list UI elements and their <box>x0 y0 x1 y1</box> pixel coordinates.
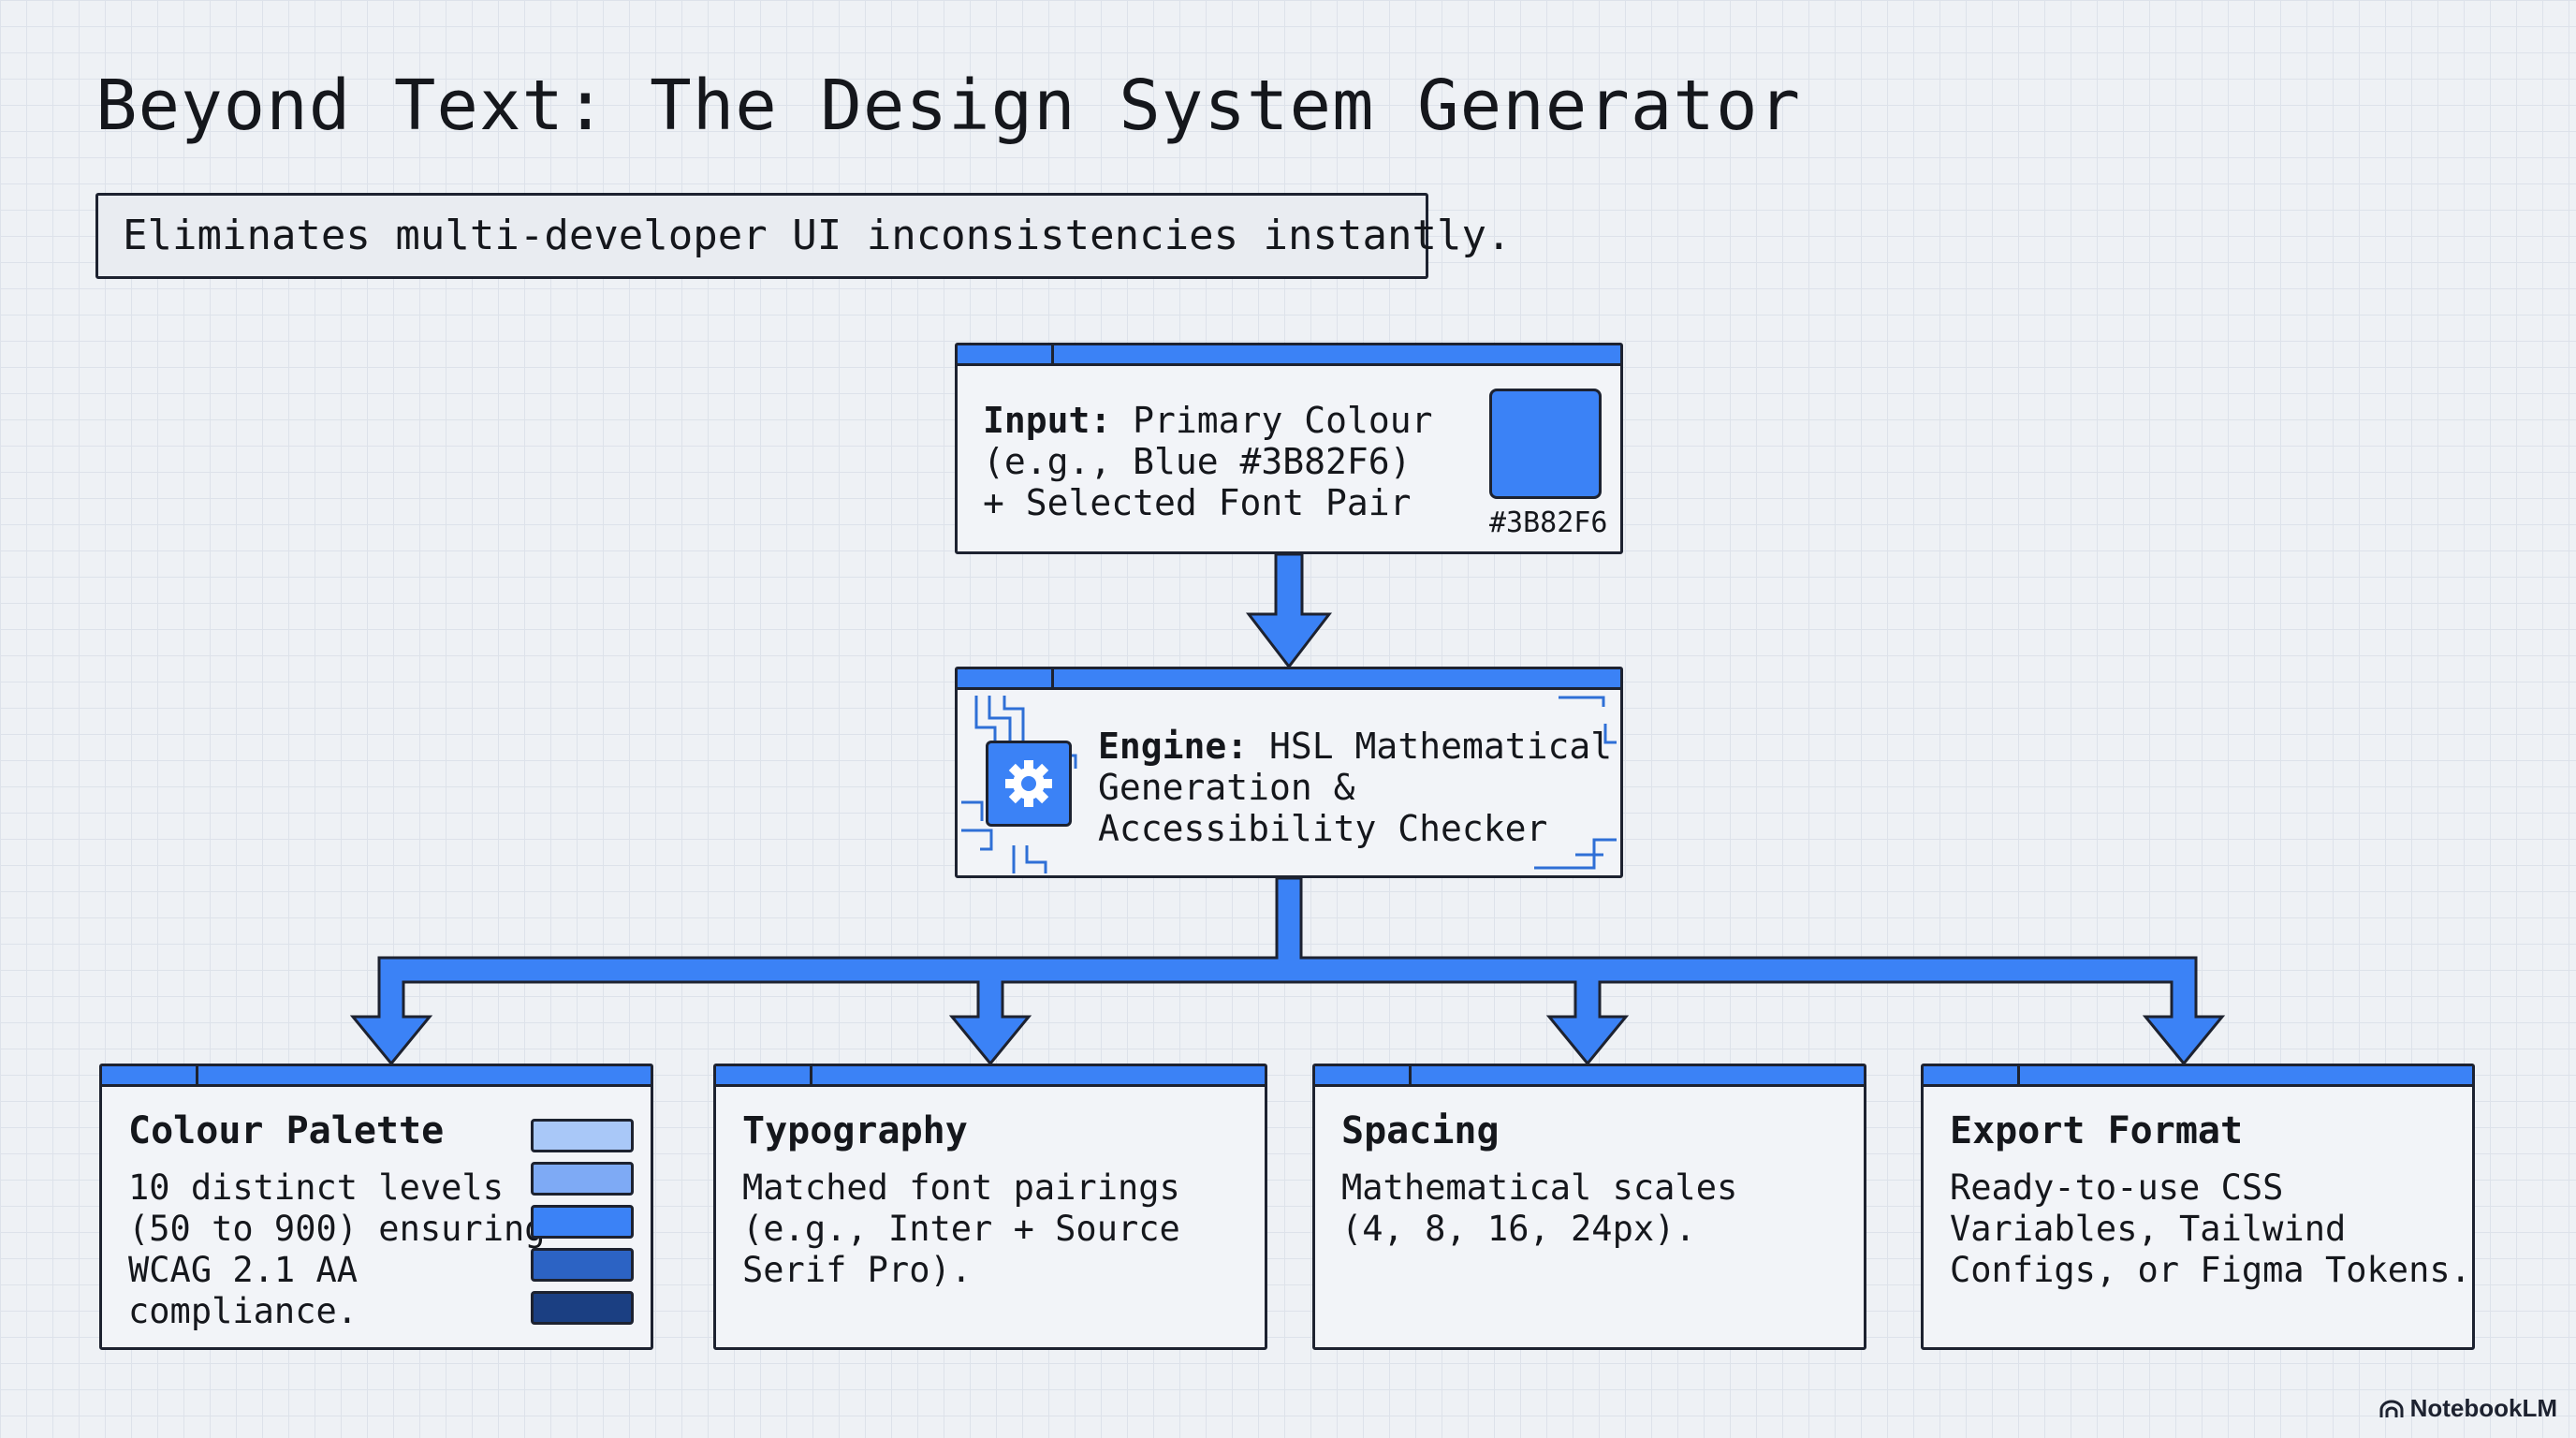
output-box-typography: Typography Matched font pairings (e.g., … <box>713 1064 1267 1350</box>
output-title: Colour Palette <box>128 1109 445 1152</box>
primary-colour-swatch <box>1489 389 1602 499</box>
palette-swatch-1 <box>531 1119 634 1152</box>
output-description: Matched font pairings (e.g., Inter + Sou… <box>742 1167 1180 1290</box>
output-description: 10 distinct levels (50 to 900) ensuring … <box>128 1167 546 1331</box>
input-box: Input: Primary Colour (e.g., Blue #3B82F… <box>955 343 1623 554</box>
branch-connector <box>349 876 2226 1066</box>
output-description: Mathematical scales (4, 8, 16, 24px). <box>1341 1167 1738 1249</box>
output-box-colour-palette: Colour Palette 10 distinct levels (50 to… <box>99 1064 653 1350</box>
output-title: Export Format <box>1950 1109 2244 1152</box>
engine-box-header <box>958 669 1620 690</box>
output-box-header <box>102 1066 651 1087</box>
engine-line-2: Generation & <box>1098 767 1355 808</box>
output-box-header <box>716 1066 1265 1087</box>
palette-swatch-3 <box>531 1205 634 1239</box>
palette-swatch-4 <box>531 1248 634 1282</box>
engine-tile <box>986 741 1072 827</box>
engine-line-3: Accessibility Checker <box>1098 808 1548 849</box>
input-line-2: (e.g., Blue #3B82F6) <box>983 441 1412 482</box>
page-title: Beyond Text: The Design System Generator <box>95 66 1802 146</box>
input-box-header <box>958 345 1620 366</box>
notebooklm-logo: NotebookLM <box>2378 1394 2557 1423</box>
arrow-input-to-engine <box>1245 552 1333 669</box>
engine-line-1: HSL Mathematical <box>1269 726 1613 767</box>
gear-icon <box>1005 760 1052 807</box>
input-description: Input: Primary Colour (e.g., Blue #3B82F… <box>983 400 1432 523</box>
notebooklm-icon <box>2379 1400 2404 1417</box>
engine-box: Engine: HSL Mathematical Generation & Ac… <box>955 667 1623 878</box>
output-title: Typography <box>742 1109 968 1152</box>
palette-swatch-2 <box>531 1162 634 1196</box>
output-title: Spacing <box>1341 1109 1500 1152</box>
brand-name: NotebookLM <box>2409 1394 2557 1422</box>
palette-swatch-5 <box>531 1291 634 1325</box>
subtitle-banner: Eliminates multi-developer UI inconsiste… <box>95 193 1511 279</box>
output-description: Ready-to-use CSS Variables, Tailwind Con… <box>1950 1167 2471 1290</box>
output-box-export-format: Export Format Ready-to-use CSS Variables… <box>1921 1064 2475 1350</box>
input-label: Input: <box>983 400 1112 441</box>
input-line-1: Primary Colour <box>1133 400 1433 441</box>
engine-label: Engine: <box>1098 726 1249 767</box>
output-box-header <box>1315 1066 1864 1087</box>
output-box-header <box>1924 1066 2472 1087</box>
swatch-hex-label: #3B82F6 <box>1489 506 1608 539</box>
input-line-3: + Selected Font Pair <box>983 482 1412 523</box>
engine-description: Engine: HSL Mathematical Generation & Ac… <box>1098 726 1612 849</box>
circuit-decoration <box>961 696 1617 873</box>
output-box-spacing: Spacing Mathematical scales (4, 8, 16, 2… <box>1312 1064 1866 1350</box>
